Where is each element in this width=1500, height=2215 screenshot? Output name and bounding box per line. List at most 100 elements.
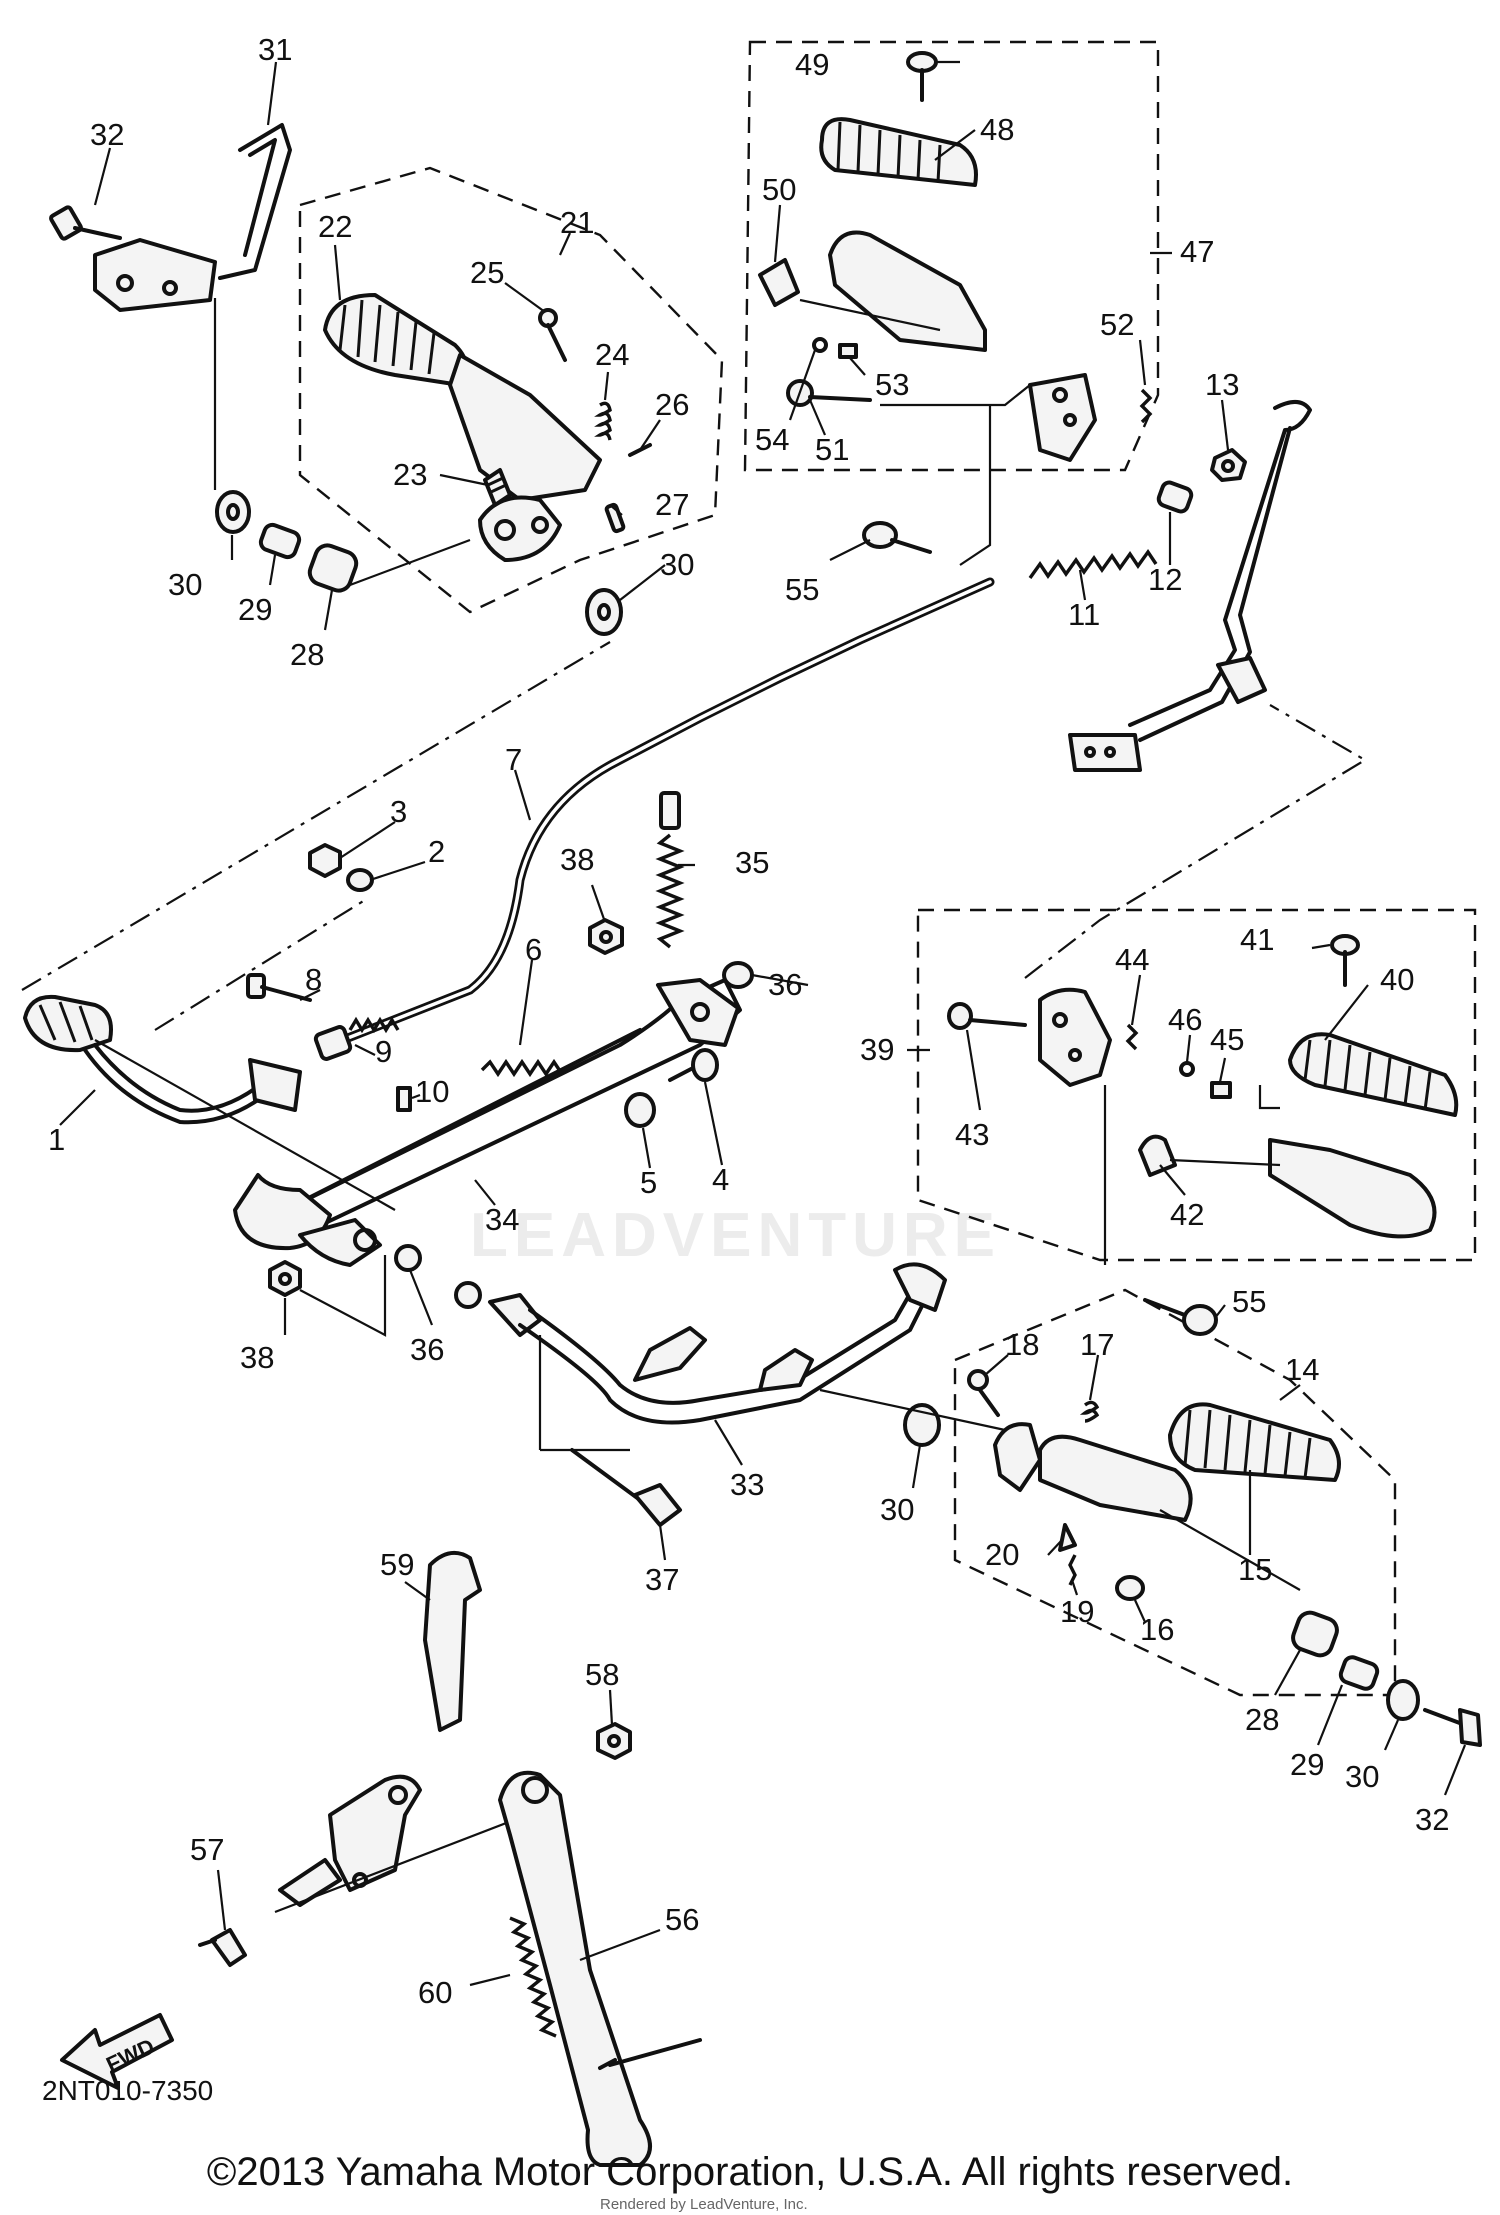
callout-28b: 28 [1245, 1702, 1279, 1737]
callout-27: 27 [655, 487, 689, 522]
part-5-washer [624, 1092, 656, 1128]
part-30-washer-center [585, 588, 623, 636]
part-3-nut [308, 843, 342, 878]
part-21-footpeg-body [448, 353, 602, 562]
callout-56: 56 [665, 1902, 699, 1937]
callout-12: 12 [1148, 562, 1182, 597]
part-36-nut-upper [722, 961, 754, 989]
callout-55: 55 [785, 572, 819, 607]
part-57-switch [198, 1928, 247, 1967]
group-box-14 [953, 1288, 1397, 1697]
callout-52: 52 [1100, 307, 1134, 342]
part-52-spring [1139, 388, 1153, 424]
callout-1: 1 [48, 1122, 65, 1157]
part-36-nut-lower-b [454, 1281, 482, 1309]
callout-13: 13 [1205, 367, 1239, 402]
callout-54: 54 [755, 422, 789, 457]
part-45-spring [1210, 1081, 1232, 1099]
callout-5: 5 [640, 1165, 657, 1200]
part-29-collar-left [258, 522, 302, 560]
callout-11: 11 [1068, 597, 1100, 632]
part-51-pin [786, 379, 872, 407]
callout-36: 36 [768, 967, 802, 1002]
callout-7: 7 [505, 742, 522, 777]
part-37-bolt [570, 1448, 682, 1527]
part-49-bolt [906, 51, 938, 102]
callout-2: 2 [428, 834, 445, 869]
callout-4: 4 [712, 1162, 729, 1197]
part-4-bolt [668, 1048, 719, 1082]
callout-31: 31 [258, 32, 292, 67]
part-30-washer-left [215, 490, 251, 534]
part-44-spring [1125, 1023, 1139, 1051]
callout-28: 28 [290, 637, 324, 672]
part-12-collar [1156, 480, 1194, 514]
assembly-line-right [1024, 704, 1368, 979]
callout-6: 6 [525, 932, 542, 967]
part-32-bolt-right [1423, 1708, 1482, 1747]
part-2-washer [346, 868, 374, 892]
part-31-bracket [93, 123, 292, 490]
callout-48: 48 [980, 112, 1014, 147]
assembly-line-upper [21, 641, 611, 991]
callout-60: 60 [418, 1975, 452, 2010]
callout-39: 39 [860, 1032, 894, 1067]
part-1-brake-pedal [23, 994, 396, 1211]
part-46-ball [1179, 1061, 1195, 1077]
callout-38: 38 [560, 842, 594, 877]
part-10-clip [396, 1086, 412, 1112]
callout-50: 50 [762, 172, 796, 207]
part-36-nut-lower-a [394, 1244, 422, 1272]
diagram-code: 2NT010-7350 [42, 2075, 214, 2106]
part-17-spring [1079, 1400, 1100, 1423]
callout-10: 10 [415, 1074, 449, 1109]
callout-42: 42 [1170, 1197, 1204, 1232]
callout-19: 19 [1060, 1594, 1094, 1629]
part-50-pad [758, 258, 800, 307]
callout-58: 58 [585, 1657, 619, 1692]
part-56-sidestand [498, 1770, 702, 2167]
part-54-ball [812, 337, 828, 353]
part-33-bracket [488, 1262, 947, 1452]
callout-30b: 30 [1345, 1759, 1379, 1794]
part-47-bracket [1028, 373, 1097, 462]
part-60-spring [509, 1916, 557, 2038]
callout-30d: 30 [880, 1492, 914, 1527]
part-20-plate [1058, 1523, 1077, 1552]
part-8-bolt [246, 973, 312, 1002]
callout-8: 8 [305, 962, 322, 997]
callout-57: 57 [190, 1832, 224, 1867]
callout-41: 41 [1240, 922, 1274, 957]
part-38-nut-upper [588, 918, 624, 955]
part-35-bolt [655, 791, 685, 949]
callout-34: 34 [485, 1202, 519, 1237]
part-38-nut-lower [268, 1260, 302, 1297]
part-30-washer-right [1386, 1679, 1420, 1721]
part-34-frame [233, 978, 742, 1267]
part-40-footpeg-rubber [1288, 1032, 1459, 1117]
part-13-nut [1210, 448, 1247, 482]
part-16-bolt [1115, 1575, 1145, 1601]
group-box-39 [916, 908, 1477, 1262]
part-59-bracket [423, 1550, 482, 1732]
callout-49: 49 [795, 47, 829, 82]
callout-23: 23 [393, 457, 427, 492]
callout-30c: 30 [660, 547, 694, 582]
callout-labels: 1 2 3 4 5 6 7 8 9 10 11 12 13 14 15 16 1… [48, 32, 1449, 2010]
callout-51: 51 [815, 432, 849, 467]
callout-26: 26 [655, 387, 689, 422]
callout-32b: 32 [1415, 1802, 1449, 1837]
part-39-bracket [1038, 987, 1112, 1087]
callout-30: 30 [168, 567, 202, 602]
callout-38b: 38 [240, 1340, 274, 1375]
group-box-47 [743, 40, 1160, 472]
part-24-spring [594, 401, 612, 441]
callout-43: 43 [955, 1117, 989, 1152]
callout-29: 29 [238, 592, 272, 627]
callout-45: 45 [1210, 1022, 1244, 1057]
callout-14: 14 [1285, 1352, 1319, 1387]
callout-40: 40 [1380, 962, 1414, 997]
part-58-nut [596, 1722, 632, 1760]
callout-33: 33 [730, 1467, 764, 1502]
part-39-footpeg-body [1169, 1138, 1437, 1239]
